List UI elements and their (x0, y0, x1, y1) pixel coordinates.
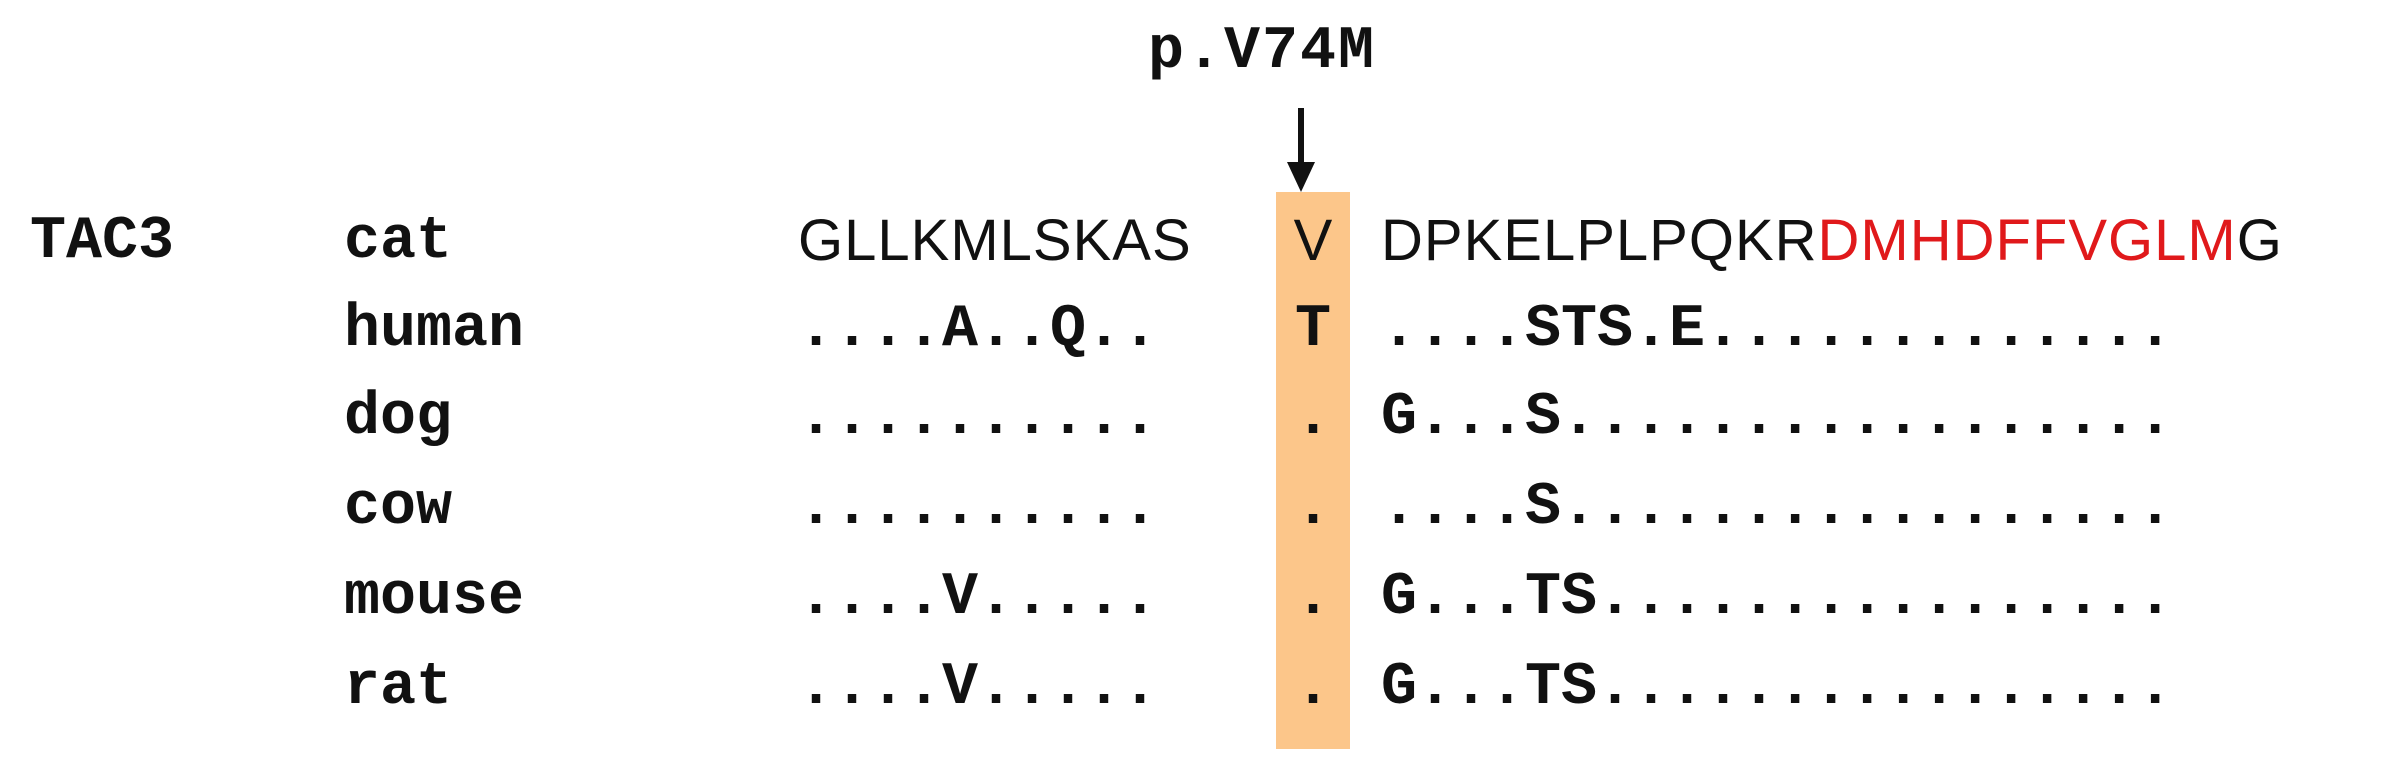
sequence-right-human: ....STS.E............. (1381, 296, 2174, 364)
reference-sequence-right: DPKELPLPQKRDMHDFFVGLMG (1381, 212, 2283, 270)
site-residue-mouse: . (1294, 564, 1331, 632)
species-label-cow: cow (344, 474, 453, 542)
reference-sequence-left: GLLKMLSKAS (798, 208, 1192, 273)
sequence-right-rat: G...TS................ (1381, 654, 2174, 722)
sequence-left-mouse: ....V..... (798, 564, 1159, 632)
species-label-dog: dog (344, 384, 453, 452)
sequence-left-dog: .......... (798, 384, 1159, 452)
reference-site-residue: V (1293, 208, 1333, 273)
site-residue-dog: . (1294, 384, 1331, 452)
reference-sequence-right-plain: DPKELPLPQKR (1381, 208, 1818, 273)
mutation-label: p.V74M (1148, 18, 1377, 86)
sequence-left-human: ....A..Q.. (798, 296, 1159, 364)
reference-sequence-right-tail: G (2236, 208, 2283, 273)
species-label-mouse: mouse (344, 564, 525, 632)
variant-site-highlight (1276, 192, 1350, 749)
sequence-right-dog: G...S................. (1381, 384, 2174, 452)
gene-label: TAC3 (30, 208, 175, 276)
sequence-right-mouse: G...TS................ (1381, 564, 2174, 632)
sequence-left-rat: ....V..... (798, 654, 1159, 722)
species-label-human: human (344, 296, 525, 364)
conserved-motif: DMHDFFVGLM (1817, 208, 2237, 273)
species-label-rat: rat (344, 654, 453, 722)
site-residue-rat: . (1294, 654, 1331, 722)
species-label-cat: cat (344, 208, 453, 276)
mutation-arrow-icon (1287, 108, 1315, 192)
site-residue-cow: . (1294, 474, 1331, 542)
sequence-right-cow: ....S................. (1381, 474, 2174, 542)
sequence-left-cow: .......... (798, 474, 1159, 542)
site-residue-human: T (1294, 296, 1331, 364)
